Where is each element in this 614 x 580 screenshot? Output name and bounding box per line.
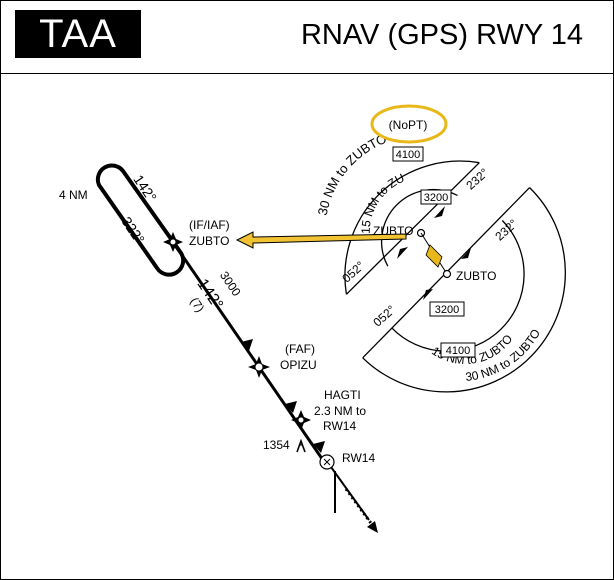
nopt-label: (NoPT): [389, 118, 428, 132]
header-divider: [1, 73, 613, 74]
taa-lower-sector: 232° 052° ZUBTO 3200 15 NM to ZUBTO 4100…: [362, 187, 566, 393]
outer-altitude-box: [392, 146, 424, 162]
outer-altitude: 4100: [396, 149, 420, 161]
waypoint-zubto: [163, 232, 183, 252]
taa-fix-label-lower: ZUBTO: [456, 269, 496, 283]
lower-arrow-232: [461, 248, 471, 259]
lower-outer-altitude: 4100: [446, 345, 470, 357]
boundary-line-upper: [345, 162, 480, 295]
stepdown-to: RW14: [323, 419, 356, 433]
course-arrow-3: [313, 441, 325, 453]
taa-fix-lower: [442, 269, 452, 279]
stepdown-name: HAGTI: [324, 388, 361, 402]
runway-label: RW14: [342, 451, 375, 465]
lower-inner-altitude-box: [429, 301, 465, 317]
waypoint-core: [254, 362, 264, 372]
bearing-232-upper: 232°: [463, 165, 491, 192]
taa-connector-diamond: [425, 244, 443, 268]
obstacle-elevation: 1354: [263, 438, 290, 452]
stepdown-dist: 2.3 NM to: [314, 404, 366, 418]
lower-inner-altitude: 3200: [435, 304, 459, 316]
iaf-name: ZUBTO: [189, 234, 229, 248]
chart-title: RNAV (GPS) RWY 14: [300, 19, 583, 51]
outer-arc-lower: [362, 187, 566, 393]
faf-name: OPIZU: [280, 358, 317, 372]
waypoint-core: [169, 238, 177, 246]
inner-altitude: 3200: [424, 192, 448, 204]
segment-distance: (7): [187, 295, 207, 315]
iaf-label: (IF/IAF): [189, 218, 230, 232]
lower-arrow-052: [423, 289, 433, 300]
faf-label: (FAF): [285, 342, 315, 356]
obstacle-dot: [300, 444, 302, 446]
holding-course-in: 322°: [118, 214, 147, 247]
runway-threshold: [319, 454, 335, 470]
taa-upper-sector: 30 NM to ZUBTO (NoPT) 4100 15 NM to ZUBT…: [1, 1, 491, 295]
lower-outer-altitude-box: [440, 342, 476, 358]
highlight-arrow: [235, 231, 407, 249]
course-arrow-1: [241, 339, 253, 351]
boundary-arrow-232: [434, 206, 445, 218]
bearing-052-upper: 052°: [339, 258, 367, 285]
holding-leg-label: 4 NM: [59, 188, 88, 202]
taa-badge: TAA: [15, 10, 141, 58]
obstacle-icon: [296, 438, 306, 453]
inner-arc-lower: [391, 220, 525, 352]
nopt-highlight: [370, 104, 448, 144]
boundary-arrow-052: [397, 247, 408, 259]
procedure-track: 4 NM 142° 322° 3000 142° (7) (IF/IAF) ZU…: [59, 163, 378, 533]
course-arrow-2: [285, 401, 297, 413]
inner-altitude-box: [420, 189, 452, 205]
waypoint-opizu: [248, 356, 270, 378]
waypoint-hagti: [291, 410, 311, 430]
outer-arc-upper: [344, 160, 480, 295]
missed-approach-arrowhead: [367, 521, 378, 533]
waypoint-core: [297, 416, 305, 424]
